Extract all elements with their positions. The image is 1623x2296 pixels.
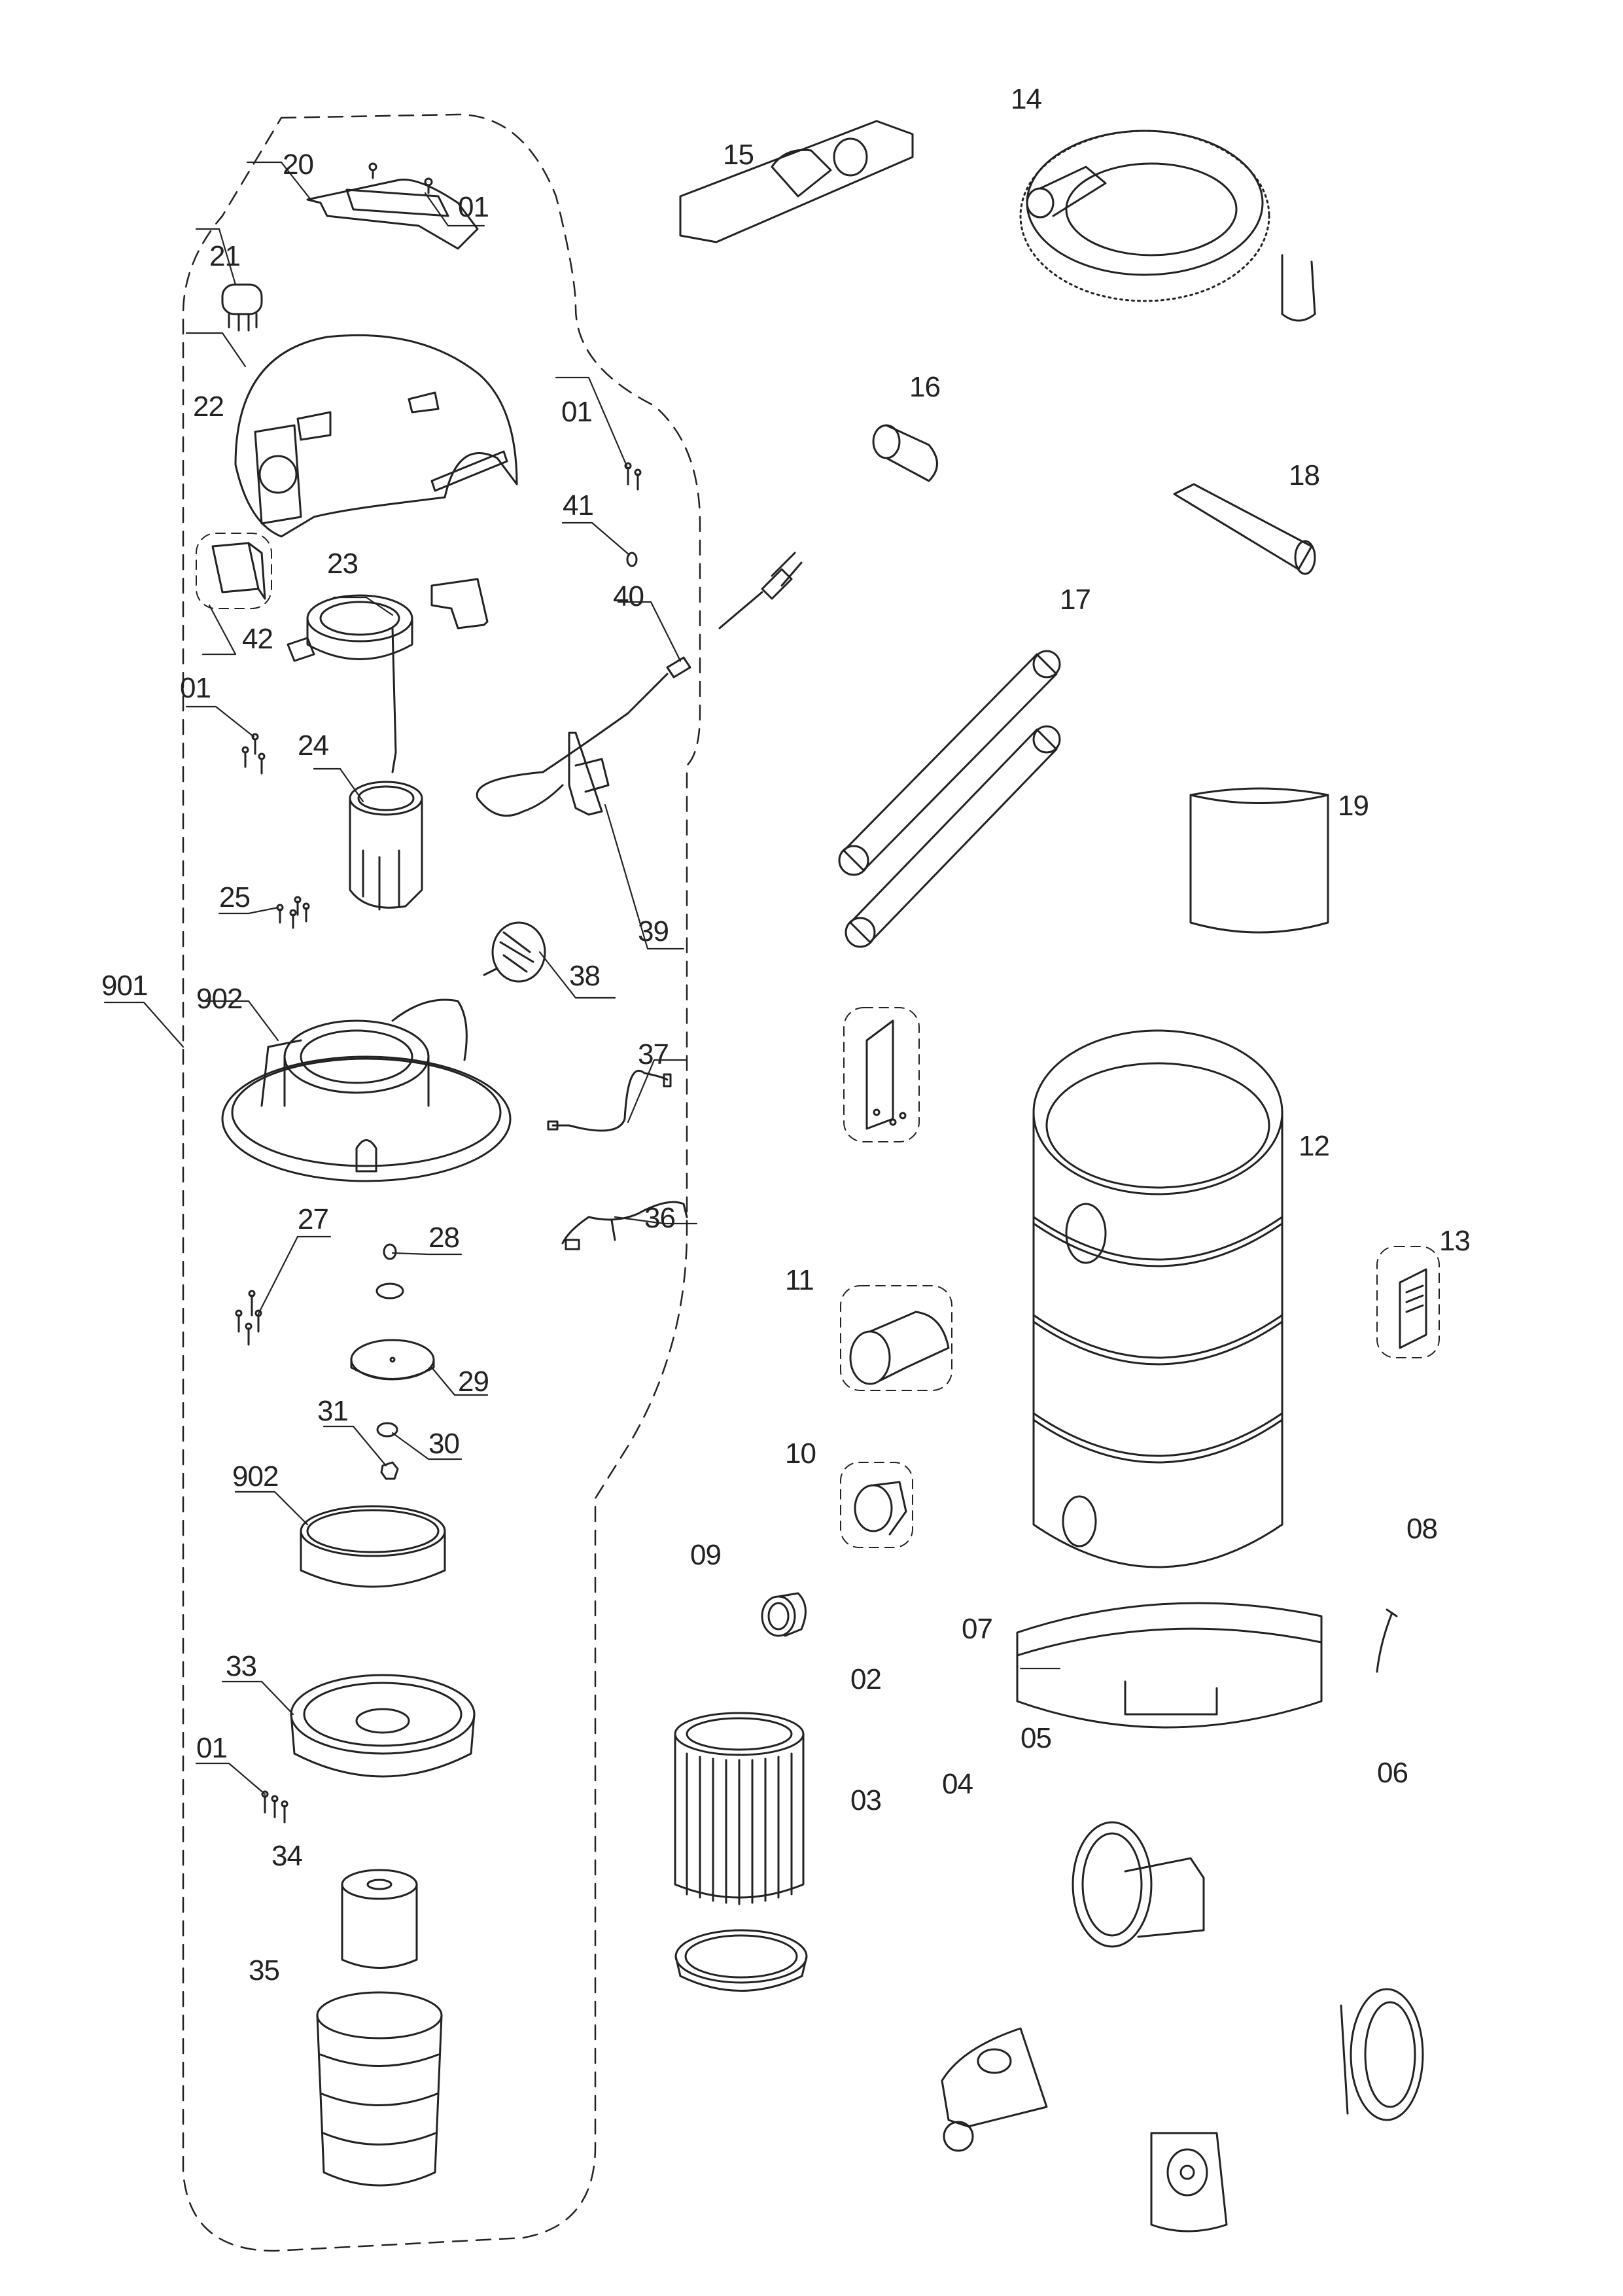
part-01-screws-c [241, 733, 266, 775]
callout-19: 19 [1338, 790, 1369, 822]
part-23-motor-housing-ring [287, 578, 489, 773]
part-41-clamp [626, 552, 638, 567]
callout-10: 10 [785, 1438, 816, 1470]
callout-14: 14 [1011, 83, 1042, 115]
part-01-screws-b [624, 462, 642, 491]
callout-03: 03 [850, 1784, 882, 1816]
callout-21: 21 [209, 240, 241, 272]
part-18-crevice-nozzle [1173, 483, 1316, 575]
part-13-clip [1376, 1246, 1440, 1358]
leader-lines [103, 161, 1061, 1795]
part-40-power-cable [476, 552, 803, 817]
callout-12: 12 [1299, 1130, 1330, 1162]
part-27-screws [235, 1290, 262, 1346]
callout-18: 18 [1289, 459, 1320, 491]
callout-01: 01 [180, 672, 211, 704]
part-20-handle [306, 162, 479, 250]
callout-01: 01 [458, 191, 489, 223]
part-29-float-disc [350, 1339, 435, 1381]
callout-39: 39 [638, 915, 669, 947]
part-10-blow-connector [840, 1462, 913, 1548]
part-22-top-cover [234, 334, 518, 538]
part-31-nut [380, 1461, 399, 1480]
part-25-screws [276, 896, 310, 929]
callout-38: 38 [569, 960, 601, 992]
callout-16: 16 [909, 371, 941, 403]
part-09-connector-nut [761, 1592, 807, 1637]
callout-31: 31 [317, 1395, 349, 1427]
part-01-screws-d [261, 1790, 288, 1824]
callout-17: 17 [1060, 584, 1091, 616]
callout-41: 41 [563, 489, 594, 521]
callout-37: 37 [638, 1038, 669, 1070]
callout-01: 01 [196, 1732, 228, 1764]
part-05-wheel [1072, 1821, 1205, 1948]
callout-08: 08 [1406, 1513, 1438, 1545]
part-03-filter-retainer [674, 1929, 808, 1992]
callout-34: 34 [271, 1840, 303, 1872]
part-42-switch-board [196, 533, 272, 609]
callout-01: 01 [561, 396, 593, 428]
callout-40: 40 [613, 580, 644, 612]
callout-05: 05 [1021, 1722, 1052, 1754]
callout-902: 902 [196, 983, 243, 1015]
callout-42: 42 [242, 623, 273, 655]
callout-04: 04 [942, 1768, 973, 1800]
part-35-filter-cage [316, 1991, 443, 2187]
part-washer [375, 1282, 404, 1299]
callout-11: 11 [785, 1264, 814, 1296]
part-28-nut [383, 1243, 397, 1260]
part-14-hose [1019, 130, 1316, 322]
part-04-castor [941, 2027, 1048, 2152]
callout-33: 33 [226, 1650, 257, 1682]
callout-23: 23 [327, 548, 358, 580]
part-902-seal-ring [300, 1505, 446, 1588]
part-06-wheel-cap [1340, 1988, 1424, 2121]
part-17-extension-tubes [838, 650, 1061, 948]
part-30-washer [376, 1422, 398, 1438]
part-33-filter-base [290, 1674, 476, 1778]
callout-27: 27 [298, 1203, 329, 1235]
part-36-cable [561, 1201, 688, 1250]
part-11-suction-connector [840, 1285, 952, 1391]
part-902-head-base [221, 998, 512, 1182]
callout-30: 30 [428, 1428, 460, 1460]
callout-35: 35 [249, 1954, 280, 1987]
part-clip-group-unlabeled [843, 1007, 920, 1142]
part-34-foam-filter [341, 1869, 418, 1969]
callout-22: 22 [193, 391, 224, 423]
part-19-filter-bag [1189, 787, 1329, 934]
part-21-switch [221, 283, 263, 332]
callout-29: 29 [458, 1366, 489, 1398]
callout-24: 24 [298, 730, 329, 762]
part-02-cartridge-filter [674, 1712, 805, 1905]
callout-15: 15 [723, 139, 754, 171]
part-08-cable-tie [1376, 1608, 1398, 1673]
callout-25: 25 [219, 881, 251, 913]
callout-06: 06 [1377, 1757, 1408, 1789]
part-12-container [1032, 1029, 1283, 1568]
callout-36: 36 [644, 1202, 676, 1234]
callout-09: 09 [690, 1539, 722, 1571]
callout-02: 02 [850, 1663, 882, 1695]
callout-28: 28 [428, 1222, 460, 1254]
part-24-motor [349, 781, 423, 911]
callout-901: 901 [101, 970, 148, 1002]
part-38-knob [483, 921, 546, 983]
callout-20: 20 [283, 149, 314, 181]
assembly-901-outline [182, 113, 701, 2252]
part-castor-unlabeled [1150, 2132, 1228, 2233]
callout-07: 07 [962, 1613, 993, 1645]
part-16-adapter [872, 424, 938, 482]
callout-13: 13 [1439, 1225, 1471, 1257]
part-37-cable [547, 1069, 672, 1132]
part-15-floor-nozzle [679, 120, 914, 243]
part-07-chassis [1016, 1602, 1323, 1729]
part-39-socket [568, 732, 610, 816]
callout-902: 902 [232, 1460, 279, 1492]
